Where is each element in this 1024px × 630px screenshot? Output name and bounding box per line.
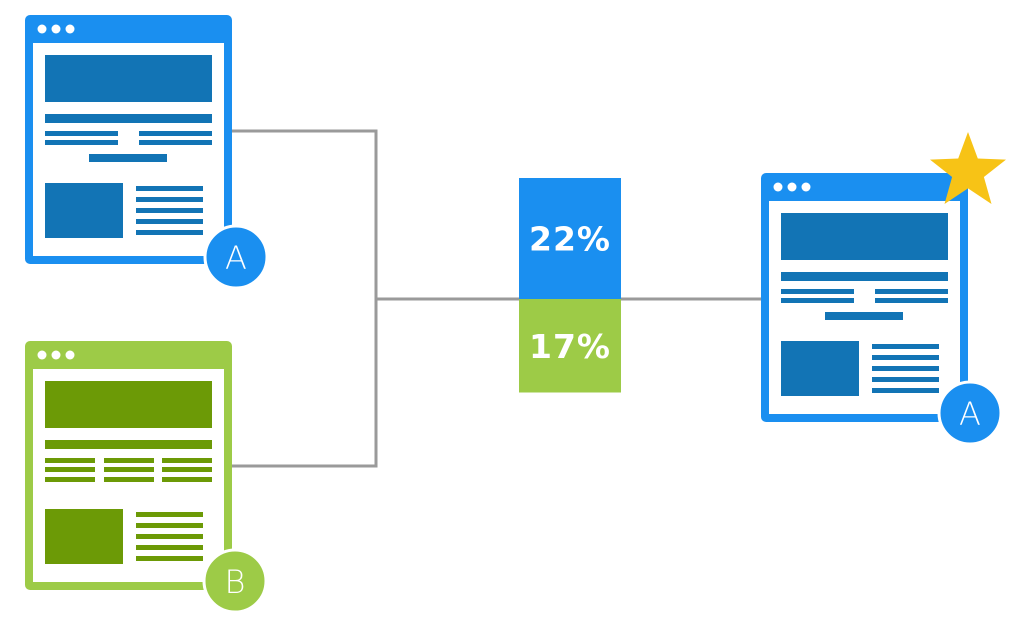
winner-badge — [937, 380, 1003, 446]
variant-b-badge — [202, 548, 268, 614]
variant-a-result-label: 22% — [529, 220, 611, 259]
winner-layout-blocks — [781, 213, 948, 396]
window-controls-icon — [773, 182, 811, 192]
variant-b-result-label: 17% — [529, 327, 611, 366]
connector-lines — [232, 129, 766, 468]
variant-b-result-bar — [519, 299, 621, 393]
variant-a-badge-label: A — [225, 239, 247, 277]
results-bars: 22% 17% — [519, 178, 621, 393]
variant-b-page: B — [25, 341, 268, 614]
window-controls-icon — [37, 24, 75, 34]
connector-a — [232, 129, 378, 299]
connector-b — [232, 299, 378, 468]
star-icon — [930, 132, 1006, 204]
variant-b-badge-label: B — [225, 563, 246, 601]
variant-b-layout-blocks — [45, 381, 212, 564]
variant-a-result-bar — [519, 178, 621, 299]
variant-a-layout-blocks — [45, 55, 212, 238]
window-controls-icon — [37, 350, 75, 360]
winner-page: A — [761, 132, 1006, 446]
variant-a-page: A — [25, 15, 269, 290]
variant-a-badge — [203, 224, 269, 290]
winner-badge-label: A — [959, 395, 981, 433]
